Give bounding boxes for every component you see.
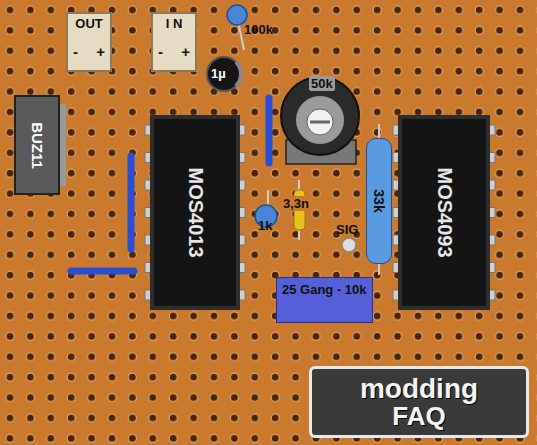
component-label: BUZ11 <box>29 122 46 169</box>
component-label: 33k <box>371 189 387 212</box>
component-label: - <box>158 43 163 60</box>
resistor-value: 100k <box>244 22 273 37</box>
capacitor-value: 3,3n <box>281 196 311 211</box>
signal-name: SIG <box>336 222 358 237</box>
ic-body: MOS4013 <box>150 115 240 310</box>
connector-terminals: -+ <box>155 43 193 60</box>
component-label: MOS4093 <box>433 167 456 257</box>
resistor-value: 1k <box>258 218 272 233</box>
capacitor-value: 1µ <box>211 66 226 81</box>
component-label: MOS4013 <box>184 167 207 257</box>
transistor-body: BUZ11 <box>14 95 60 195</box>
component-label: I N <box>166 16 183 31</box>
connector-terminals: -+ <box>70 43 108 60</box>
trimmer-box: 25 Gang - 10k <box>276 277 373 323</box>
sig-pad <box>342 238 356 252</box>
component-label: + <box>96 43 105 60</box>
potentiometer-value: 50k <box>309 76 335 91</box>
capacitor-1u <box>207 57 241 91</box>
component-label: OUT <box>75 16 102 31</box>
component-label: 25 Gang - 10k <box>282 282 367 297</box>
input-connector: I N-+ <box>151 12 197 72</box>
output-connector: OUT-+ <box>66 12 112 72</box>
component-label: modding <box>360 375 478 403</box>
ic-body: MOS4093 <box>398 115 490 310</box>
logo: moddingFAQ <box>309 366 529 438</box>
component-label: FAQ <box>392 403 445 429</box>
potentiometer-50k <box>281 77 359 164</box>
component-label: + <box>181 43 190 60</box>
component-label: - <box>73 43 78 60</box>
resistor-33k-body: 33k <box>366 138 392 264</box>
